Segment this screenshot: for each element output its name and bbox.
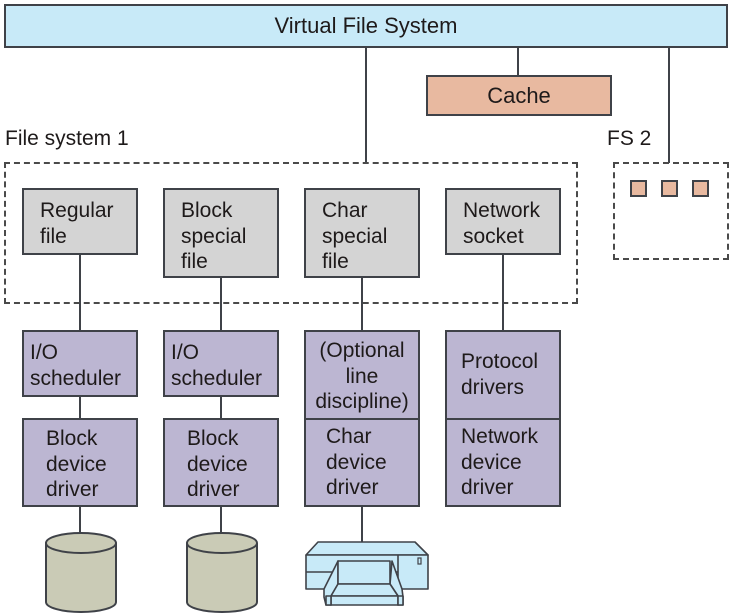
fs2-block: [630, 180, 647, 197]
fs2-block: [692, 180, 709, 197]
network-device-driver-label: Network device driver: [461, 425, 539, 499]
io-scheduler-box: I/O scheduler: [163, 330, 279, 397]
protocol-drivers-cell: Protocol drivers: [447, 332, 559, 419]
cache-box: Cache: [426, 75, 612, 116]
block-device-driver-box: Block device driver: [22, 418, 138, 507]
protocol-drivers-label: Protocol drivers: [461, 350, 539, 399]
fs2-block: [661, 180, 678, 197]
char-device-driver-label: Char device driver: [326, 425, 387, 499]
regular-file-label: Regular file: [40, 199, 114, 248]
fs2-label: FS 2: [607, 127, 652, 150]
vfs-layer: Virtual File System: [4, 4, 728, 48]
cache-label: Cache: [487, 82, 551, 108]
disk-icon: [45, 532, 117, 613]
network-stack-box: Protocol drivers Network device driver: [445, 330, 561, 507]
char-special-connector: [361, 277, 363, 330]
printer-icon: [305, 541, 429, 606]
block-device-driver-label: Block device driver: [187, 427, 248, 501]
char-special-file-label: Char special file: [322, 199, 388, 273]
network-socket-box: Network socket: [445, 188, 561, 255]
fs1-container: [4, 162, 578, 304]
char-special-file-box: Char special file: [304, 188, 420, 278]
block-special-connector: [220, 277, 222, 330]
driver-to-disk-connector: [220, 506, 222, 534]
scheduler-to-driver-connector: [220, 396, 222, 418]
vfs-label: Virtual File System: [274, 13, 458, 38]
driver-to-disk-connector: [79, 506, 81, 534]
driver-to-printer-connector: [361, 506, 363, 542]
vfs-to-cache-connector: [517, 48, 519, 75]
vfs-to-fs1-connector: [365, 48, 367, 163]
char-stack-box: (Optional line discipline) Char device d…: [304, 330, 420, 507]
network-socket-connector: [502, 254, 504, 330]
block-device-driver-label: Block device driver: [46, 427, 107, 501]
char-device-driver-cell: Char device driver: [306, 420, 418, 505]
regular-file-box: Regular file: [22, 188, 138, 255]
vfs-to-fs2-connector: [668, 48, 670, 163]
block-device-driver-box: Block device driver: [163, 418, 279, 507]
io-scheduler-box: I/O scheduler: [22, 330, 138, 397]
fs1-label: File system 1: [5, 127, 129, 150]
regular-file-connector: [79, 254, 81, 330]
stack-divider: [447, 418, 559, 420]
block-special-file-label: Block special file: [181, 199, 247, 273]
disk-icon: [186, 532, 258, 613]
fs2-container: [613, 162, 729, 260]
line-discipline-label: (Optional line discipline): [315, 339, 409, 413]
io-scheduler-label: I/O scheduler: [30, 341, 122, 390]
stack-divider: [306, 418, 418, 420]
block-special-file-box: Block special file: [163, 188, 279, 278]
line-discipline-cell: (Optional line discipline): [306, 332, 418, 419]
io-scheduler-label: I/O scheduler: [171, 341, 263, 390]
scheduler-to-driver-connector: [79, 396, 81, 418]
network-socket-label: Network socket: [463, 199, 541, 248]
network-device-driver-cell: Network device driver: [447, 420, 559, 505]
